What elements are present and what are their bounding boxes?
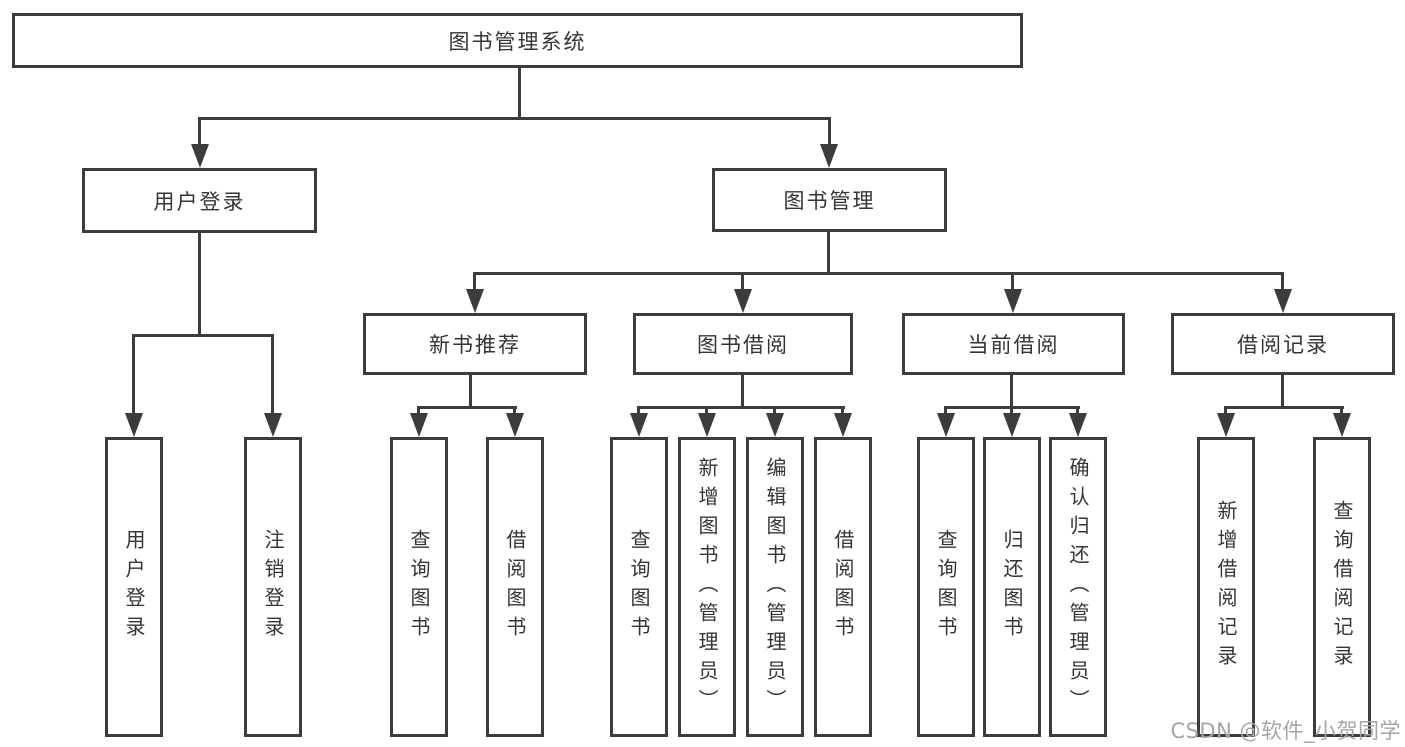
leaf-borrow-books-recommend-label: 借阅图书 — [503, 529, 527, 645]
connector-level2-hline — [198, 117, 831, 120]
arrow-down-icon — [734, 289, 752, 313]
connector-drop-leaf — [1076, 406, 1079, 416]
leaf-return-book: 归还图书 — [983, 437, 1041, 737]
node-book-borrow: 图书借阅 — [633, 313, 853, 375]
leaf-add-borrow-record: 新增借阅记录 — [1197, 437, 1255, 737]
leaf-query-books-recommend-label: 查询图书 — [407, 529, 431, 645]
connector-drop-leaf — [513, 406, 516, 416]
arrow-down-icon — [698, 413, 716, 437]
leaf-borrow-books-label: 借阅图书 — [831, 529, 855, 645]
connector-borrow-records-hline — [1224, 406, 1344, 409]
arrow-down-icon — [820, 144, 838, 168]
connector-drop-leaf — [1224, 406, 1227, 416]
connector-level3-hline — [473, 272, 1284, 275]
connector-book-borrow-stem — [741, 375, 744, 409]
connector-drop-borrow-records — [1281, 272, 1284, 290]
arrow-down-icon — [191, 144, 209, 168]
leaf-edit-book-admin-label: 编辑图书（管理员） — [763, 456, 787, 718]
leaf-query-books-borrow: 查询图书 — [610, 437, 668, 737]
node-user-login-label: 用户登录 — [153, 189, 246, 214]
leaf-user-login-label: 用户登录 — [122, 529, 146, 645]
leaf-add-borrow-record-label: 新增借阅记录 — [1214, 500, 1238, 674]
connector-drop-user-login — [198, 117, 201, 145]
arrow-down-icon — [466, 289, 484, 313]
arrow-down-icon — [834, 413, 852, 437]
arrow-down-icon — [766, 413, 784, 437]
arrow-down-icon — [937, 413, 955, 437]
leaf-confirm-return-admin-label: 确认归还（管理员） — [1066, 456, 1090, 718]
connector-drop-leaf — [417, 406, 420, 416]
connector-new-book-stem — [469, 375, 472, 409]
leaf-logout-label: 注销登录 — [261, 529, 285, 645]
connector-drop-leaf — [637, 406, 640, 416]
leaf-return-book-label: 归还图书 — [1000, 529, 1024, 645]
arrow-down-icon — [1217, 413, 1235, 437]
connector-book-management-stem — [827, 232, 830, 275]
connector-drop-leaf — [944, 406, 947, 416]
connector-user-login-hline — [132, 334, 274, 337]
node-current-borrow-label: 当前借阅 — [967, 333, 1060, 357]
connector-drop-leaf — [132, 334, 135, 414]
connector-book-borrow-hline — [637, 406, 845, 409]
leaf-borrow-books-recommend: 借阅图书 — [486, 437, 544, 737]
node-borrow-records-label: 借阅记录 — [1237, 333, 1329, 357]
leaf-query-books-recommend: 查询图书 — [390, 437, 448, 737]
connector-drop-leaf — [705, 406, 708, 416]
arrow-down-icon — [410, 413, 428, 437]
node-borrow-records: 借阅记录 — [1171, 313, 1395, 375]
leaf-add-book-admin: 新增图书（管理员） — [678, 437, 736, 737]
node-root-label: 图书管理系统 — [448, 29, 587, 54]
node-user-login: 用户登录 — [82, 168, 317, 233]
leaf-query-books-current-label: 查询图书 — [934, 529, 958, 645]
arrow-down-icon — [630, 413, 648, 437]
connector-borrow-records-stem — [1281, 375, 1284, 409]
connector-current-borrow-stem — [1010, 375, 1013, 409]
leaf-confirm-return-admin: 确认归还（管理员） — [1049, 437, 1107, 737]
connector-root-stem — [518, 68, 521, 120]
node-new-book-recommend-label: 新书推荐 — [429, 333, 521, 357]
connector-new-book-hline — [417, 406, 517, 409]
arrow-down-icon — [1274, 289, 1292, 313]
arrow-down-icon — [125, 413, 143, 437]
node-root: 图书管理系统 — [12, 13, 1023, 68]
leaf-borrow-books: 借阅图书 — [814, 437, 872, 737]
arrow-down-icon — [1069, 413, 1087, 437]
arrow-down-icon — [506, 413, 524, 437]
leaf-logout: 注销登录 — [244, 437, 302, 737]
leaf-query-borrow-record: 查询借阅记录 — [1313, 437, 1371, 737]
connector-drop-book-borrow — [741, 272, 744, 290]
node-current-borrow: 当前借阅 — [902, 313, 1125, 375]
node-book-borrow-label: 图书借阅 — [697, 333, 789, 357]
connector-drop-leaf — [1340, 406, 1343, 416]
connector-drop-current-borrow — [1011, 272, 1014, 290]
connector-drop-book-management — [828, 117, 831, 145]
leaf-edit-book-admin: 编辑图书（管理员） — [746, 437, 804, 737]
arrow-down-icon — [1003, 413, 1021, 437]
leaf-query-borrow-record-label: 查询借阅记录 — [1330, 500, 1354, 674]
leaf-query-books-current: 查询图书 — [917, 437, 975, 737]
connector-drop-leaf — [1010, 406, 1013, 416]
leaf-query-books-borrow-label: 查询图书 — [627, 529, 651, 645]
connector-drop-leaf — [271, 334, 274, 414]
connector-drop-leaf — [841, 406, 844, 416]
csdn-watermark: CSDN @软件_小贺同学 — [1170, 719, 1401, 743]
arrow-down-icon — [1004, 289, 1022, 313]
arrow-down-icon — [1333, 413, 1351, 437]
connector-drop-new-book — [473, 272, 476, 290]
connector-drop-leaf — [773, 406, 776, 416]
node-book-management: 图书管理 — [712, 168, 947, 232]
node-new-book-recommend: 新书推荐 — [363, 313, 587, 375]
node-book-management-label: 图书管理 — [783, 189, 876, 213]
leaf-user-login: 用户登录 — [105, 437, 163, 737]
arrow-down-icon — [264, 413, 282, 437]
connector-user-login-stem — [198, 233, 201, 337]
leaf-add-book-admin-label: 新增图书（管理员） — [695, 456, 719, 718]
